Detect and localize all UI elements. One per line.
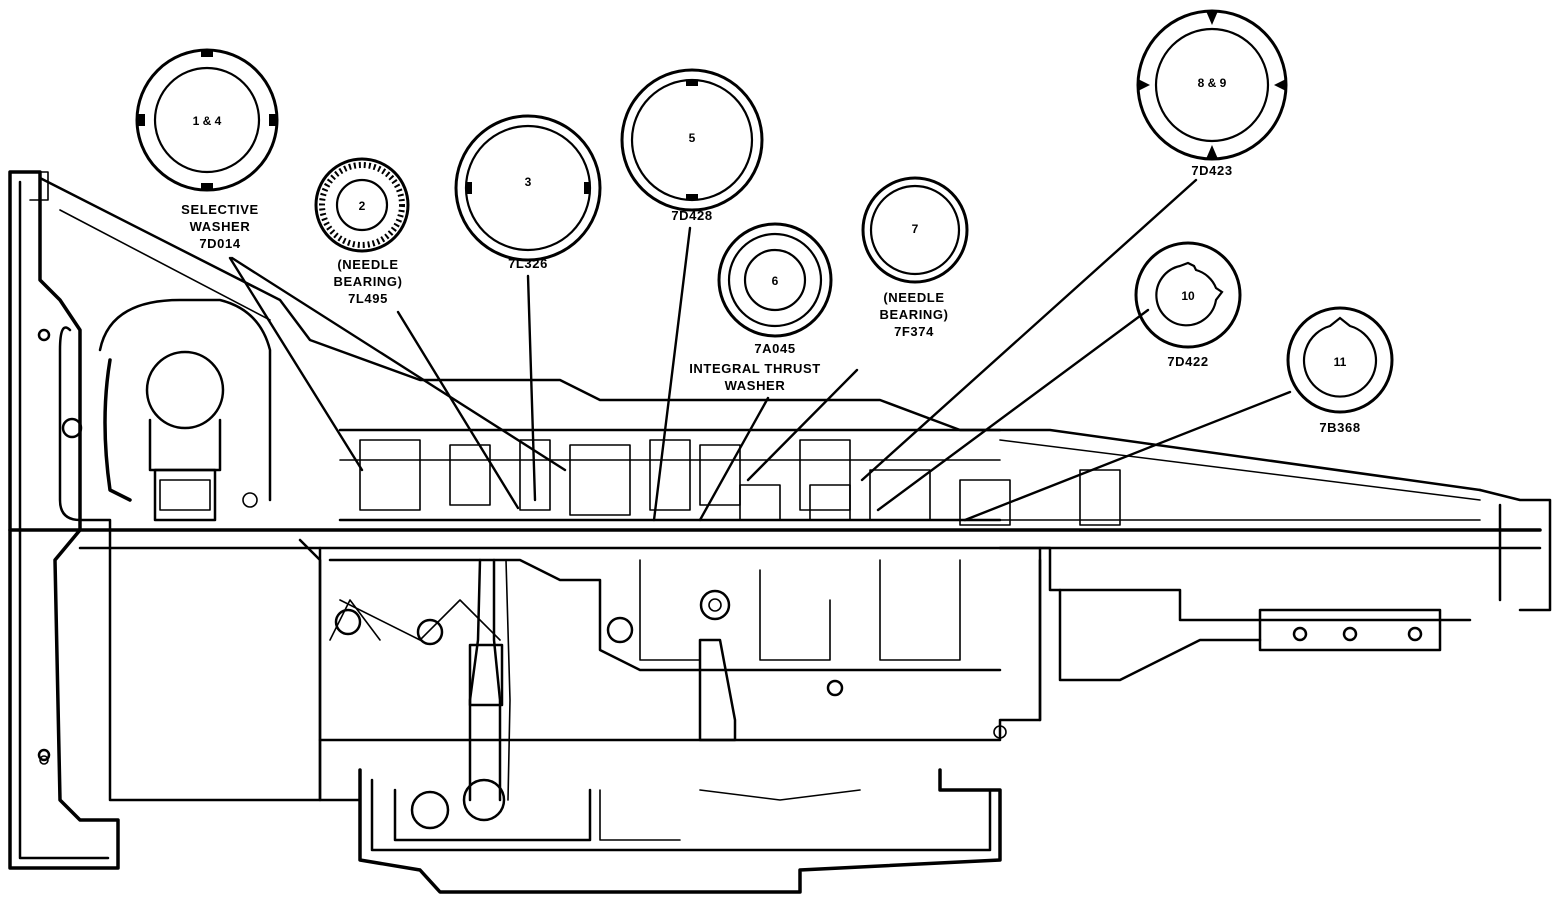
- washer-6-number: 6: [772, 274, 779, 288]
- label-6-line2: INTEGRAL THRUST: [689, 361, 821, 376]
- label-2-line2: BEARING): [333, 274, 402, 289]
- label-1-4-line3: 7D014: [199, 236, 240, 251]
- label-washer-8-9: 7D423: [1191, 163, 1232, 178]
- leader-2: [396, 310, 520, 510]
- washer-8-9: 8 & 9: [1136, 9, 1288, 161]
- leader-1-4-b: [230, 256, 567, 472]
- washer-1-4: 1 & 4: [135, 48, 279, 192]
- washer-5: 5: [620, 68, 764, 212]
- leader-3: [526, 274, 537, 502]
- label-7-line3: 7F374: [894, 324, 934, 339]
- transmission-case: [8, 170, 1552, 894]
- washer-2: 2: [314, 157, 410, 253]
- label-washer-6: 7A045 INTEGRAL THRUST WASHER: [689, 341, 821, 393]
- washer-5-number: 5: [689, 131, 696, 145]
- washer-11: 11: [1286, 306, 1394, 414]
- washer-6: 6: [717, 222, 833, 338]
- leader-8-9: [860, 178, 1198, 482]
- label-1-4-line1: SELECTIVE: [181, 202, 259, 217]
- label-7-line2: BEARING): [879, 307, 948, 322]
- label-washer-2: (NEEDLE BEARING) 7L495: [333, 257, 402, 306]
- leader-10: [876, 308, 1150, 512]
- label-washer-10: 7D422: [1167, 354, 1208, 369]
- leader-6: [698, 396, 770, 522]
- label-6-line1: 7A045: [754, 341, 795, 356]
- washer-7: 7: [861, 176, 969, 284]
- washer-2-number: 2: [359, 199, 366, 213]
- washer-10-number: 10: [1181, 289, 1195, 303]
- label-washer-11: 7B368: [1319, 420, 1360, 435]
- washer-3-number: 3: [525, 175, 532, 189]
- leader-lines: [228, 178, 1292, 522]
- label-washer-3: 7L326: [508, 256, 548, 271]
- label-washer-1-4: SELECTIVE WASHER 7D014: [181, 202, 259, 251]
- label-2-line1: (NEEDLE: [337, 257, 398, 272]
- leader-7: [746, 368, 859, 482]
- label-washer-5: 7D428: [671, 208, 712, 223]
- washer-3: 3: [454, 114, 602, 262]
- label-6-line3: WASHER: [725, 378, 786, 393]
- leader-5: [652, 226, 692, 522]
- washer-10: 10: [1134, 241, 1242, 349]
- leader-11: [963, 390, 1292, 522]
- label-1-4-line2: WASHER: [190, 219, 251, 234]
- washer-11-number: 11: [1334, 355, 1347, 369]
- washer-1-4-number: 1 & 4: [193, 114, 222, 128]
- label-washer-7: (NEEDLE BEARING) 7F374: [879, 290, 948, 339]
- label-2-line3: 7L495: [348, 291, 388, 306]
- washer-8-9-number: 8 & 9: [1198, 76, 1227, 90]
- washer-7-number: 7: [912, 222, 919, 236]
- leader-1-4-a: [228, 256, 364, 472]
- label-7-line1: (NEEDLE: [883, 290, 944, 305]
